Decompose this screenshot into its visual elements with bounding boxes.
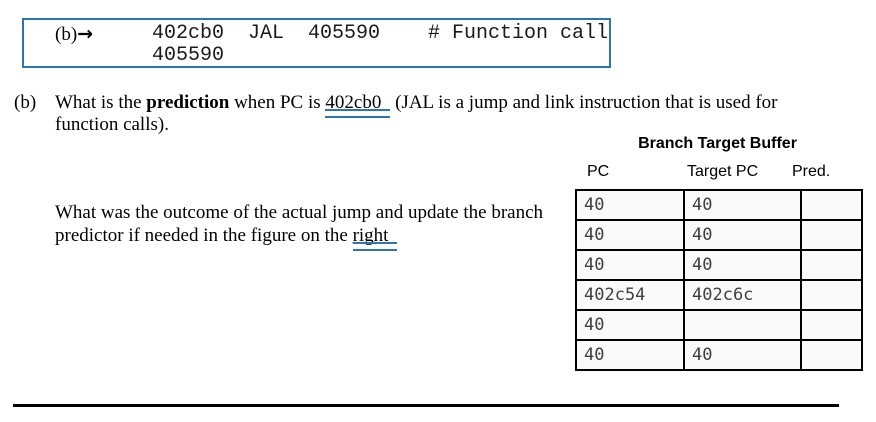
btb-cell-target: 402c6c xyxy=(683,279,802,311)
item-label-text: (b) xyxy=(55,24,78,45)
code-next-line: 405590 xyxy=(152,44,225,67)
btb-cell-pc: 402c54 xyxy=(575,279,685,311)
btb-cell-pc: 40 xyxy=(575,339,685,371)
btb-cell-pc: 40 xyxy=(575,219,685,251)
btb-title: Branch Target Buffer xyxy=(638,135,797,152)
followup-text: What was the outcome of the actual jump … xyxy=(55,201,571,247)
btb-cell-pred[interactable] xyxy=(800,189,863,221)
question-segment: when PC is xyxy=(229,92,326,113)
btb-cell-pred[interactable] xyxy=(800,249,863,281)
table-row: 40 40 xyxy=(575,219,863,251)
question-segment: (JAL is a jump and link instruction that… xyxy=(55,92,778,135)
followup-segment: What was the outcome of the actual jump … xyxy=(55,202,544,246)
btb-cell-pred[interactable] xyxy=(800,279,863,311)
btb-header-pred: Pred. xyxy=(792,163,831,180)
btb-cell-pred[interactable] xyxy=(800,309,863,341)
code-excerpt-box: (b)→ 402cb0 JAL 405590 # Function call 4… xyxy=(22,18,611,68)
code-instruction-line: 402cb0 JAL 405590 xyxy=(152,22,381,45)
btb-header-pc: PC xyxy=(587,163,610,180)
question-segment: What is the xyxy=(55,92,147,113)
question-text: What is the prediction when PC is 402cb0… xyxy=(55,92,843,136)
table-row: 40 40 xyxy=(575,189,863,221)
right-arrow-icon: → xyxy=(77,23,94,45)
btb-cell-target: 40 xyxy=(683,219,802,251)
btb-cell-pred[interactable] xyxy=(800,219,863,251)
table-row: 40 40 xyxy=(575,339,863,371)
annotated-word-right: right xyxy=(353,225,398,246)
table-row: 40 xyxy=(575,309,863,341)
btb-table: 40 40 40 40 40 40 402c54 402c6c 40 xyxy=(575,189,863,371)
code-box-item-label: (b)→ xyxy=(55,23,93,46)
btb-cell-pc: 40 xyxy=(575,309,685,341)
question-item-label: (b) xyxy=(14,92,37,113)
btb-cell-pc: 40 xyxy=(575,249,685,281)
code-comment: # Function call xyxy=(428,22,609,45)
question-bold-word: prediction xyxy=(146,92,230,113)
btb-cell-pred[interactable] xyxy=(800,339,863,371)
btb-cell-target: 40 xyxy=(683,249,802,281)
page-divider xyxy=(13,404,839,407)
btb-cell-pc: 40 xyxy=(575,189,685,221)
table-row: 402c54 402c6c xyxy=(575,279,863,311)
btb-cell-target: 40 xyxy=(683,339,802,371)
btb-cell-target[interactable] xyxy=(683,309,802,341)
btb-header-target-pc: Target PC xyxy=(687,163,759,180)
btb-cell-target: 40 xyxy=(683,189,802,221)
table-row: 40 40 xyxy=(575,249,863,281)
annotated-pc-value: 402cb0 xyxy=(325,92,390,113)
